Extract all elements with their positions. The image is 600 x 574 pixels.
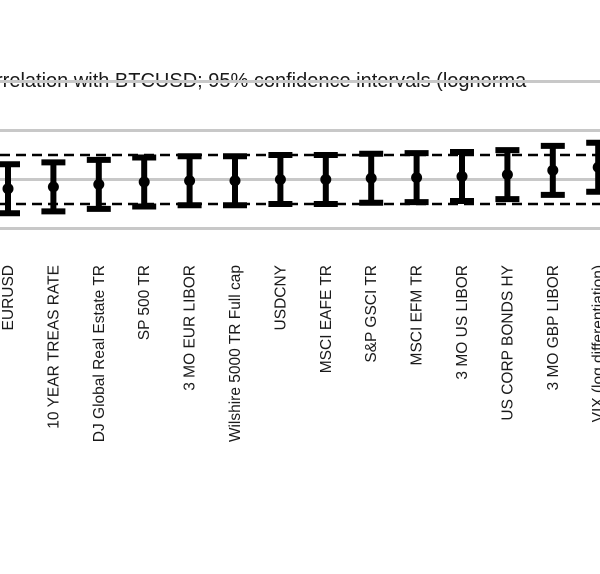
point-estimate (501, 169, 513, 181)
gridlines (0, 80, 600, 230)
error-bar (268, 152, 293, 207)
point-estimate (411, 172, 423, 184)
error-bar (0, 161, 20, 217)
x-tick-label: USDCNY (272, 265, 289, 330)
error-bar (359, 150, 384, 206)
error-bar (495, 147, 520, 203)
x-tick-label: VIX (log differentiation) (590, 265, 600, 422)
error-bar (450, 148, 474, 204)
x-tick-label: MSCI EAFE TR (318, 265, 335, 373)
error-bar (404, 150, 429, 206)
point-estimate (229, 175, 241, 187)
error-bar (41, 159, 66, 215)
x-tick-label: S&P GSCI TR (363, 265, 380, 363)
x-tick-label: SP 500 TR (136, 265, 153, 340)
point-estimate (547, 164, 559, 176)
point-estimate (184, 175, 196, 187)
error-bar (540, 142, 565, 198)
point-estimate (456, 170, 468, 182)
x-tick-label: 3 MO EUR LIBOR (182, 265, 199, 391)
point-estimate (138, 176, 150, 188)
x-tick-label: 3 MO US LIBOR (454, 265, 471, 380)
error-bar (132, 154, 157, 210)
error-bars (0, 139, 600, 217)
x-tick-label: 10 YEAR TREAS RATE (45, 265, 62, 429)
x-tick-labels: EURUSD 10 YEAR TREAS RATE DJ Global Real E… (0, 265, 600, 442)
x-tick-label: 3 MO GBP LIBOR (545, 265, 562, 390)
point-estimate (365, 172, 377, 184)
error-bar (223, 153, 247, 209)
point-estimate (592, 161, 600, 173)
x-tick-label: Wilshire 5000 TR Full cap (227, 265, 244, 442)
error-bar (177, 153, 202, 209)
error-bar (586, 139, 600, 195)
error-bar (313, 152, 338, 207)
error-bar (86, 156, 111, 212)
point-estimate (320, 174, 332, 185)
x-tick-label: EURUSD (0, 265, 17, 330)
x-tick-label: US CORP BONDS HY (499, 265, 516, 421)
x-tick-label: DJ Global Real Estate TR (91, 265, 108, 442)
point-estimate (274, 174, 286, 185)
point-estimate (93, 178, 105, 190)
x-tick-label: MSCI EFM TR (409, 265, 426, 365)
point-estimate (47, 181, 59, 193)
point-estimate (2, 183, 14, 195)
